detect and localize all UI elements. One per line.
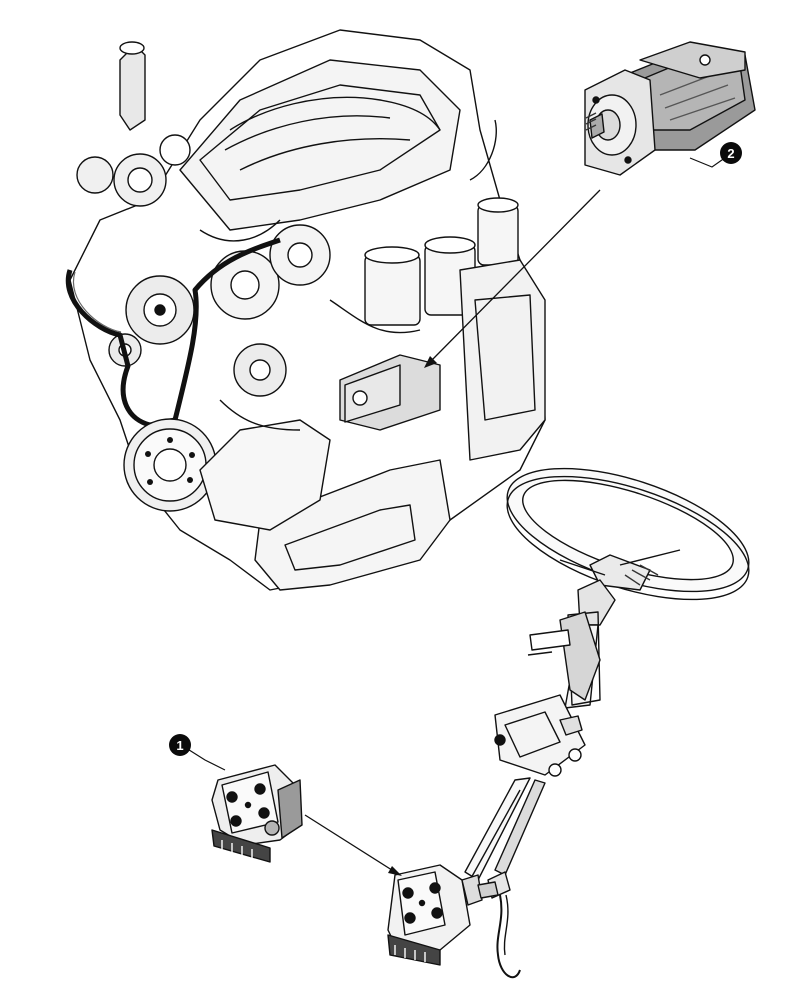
callout-badge-2: 2 [720,142,742,164]
callout-label-2: 2 [727,146,734,161]
steering-motor-valve [211,764,303,863]
callout-1-leader [185,747,226,771]
engine-assembly [65,29,546,591]
callout-label-1: 1 [176,738,183,753]
hydraulic-gear-pump [584,41,756,176]
arrow-pump-to-engine [424,189,601,368]
callout-badge-1: 1 [169,734,191,756]
steering-column-assembly [387,467,750,979]
arrow-valve-to-column [304,814,402,876]
